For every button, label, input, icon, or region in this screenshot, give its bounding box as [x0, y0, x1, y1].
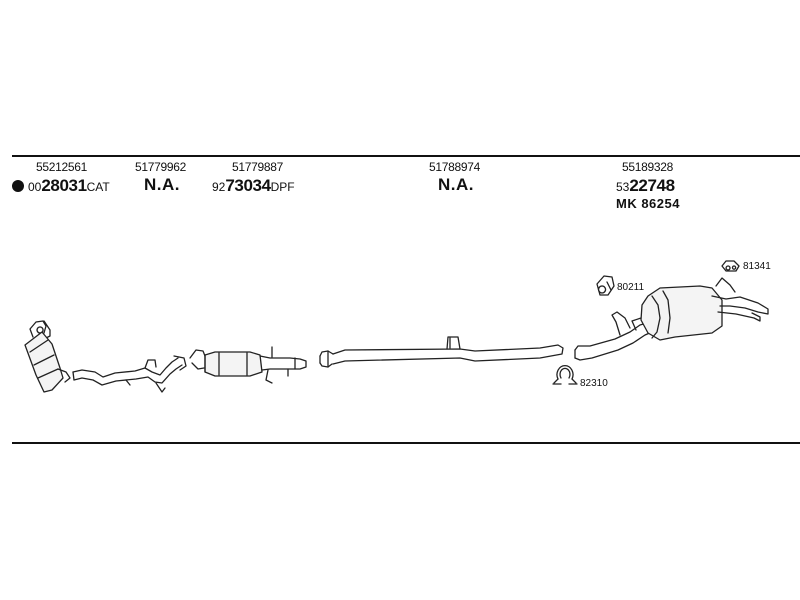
catalytic-converter[interactable] — [24, 320, 71, 393]
mounting-kit-number[interactable]: MK 86254 — [616, 196, 680, 211]
hanger-part[interactable] — [721, 260, 740, 272]
middle-pipe[interactable] — [319, 336, 564, 368]
diesel-particulate-filter[interactable] — [189, 346, 307, 384]
callout-rubber-ring[interactable]: 80211 — [617, 282, 645, 293]
not-available-front-pipe: N.A. — [144, 175, 180, 194]
callout-clamp[interactable]: 82310 — [580, 378, 608, 389]
not-available-middle-pipe: N.A. — [438, 175, 474, 194]
bullet-icon — [12, 180, 24, 192]
oe-number-middle-pipe: 51788974 — [429, 160, 480, 174]
front-pipe[interactable] — [72, 355, 187, 393]
oe-number-rear-muffler: 55189328 — [622, 160, 673, 174]
oe-number-catalyst: 55212561 — [36, 160, 87, 174]
oe-number-front-pipe: 51779962 — [135, 160, 186, 174]
rear-muffler[interactable] — [574, 277, 769, 361]
oe-number-dpf: 51779887 — [232, 160, 283, 174]
callout-hanger[interactable]: 81341 — [743, 261, 771, 272]
top-rule — [12, 155, 800, 157]
part-number-catalyst[interactable]: 0028031CAT — [12, 177, 110, 194]
bottom-rule — [12, 442, 800, 444]
clamp-part[interactable] — [552, 365, 578, 385]
rubber-ring-part[interactable] — [596, 275, 615, 296]
part-number-dpf[interactable]: 9273034DPF — [212, 176, 295, 195]
part-number-rear-muffler[interactable]: 5322748 — [616, 176, 675, 195]
